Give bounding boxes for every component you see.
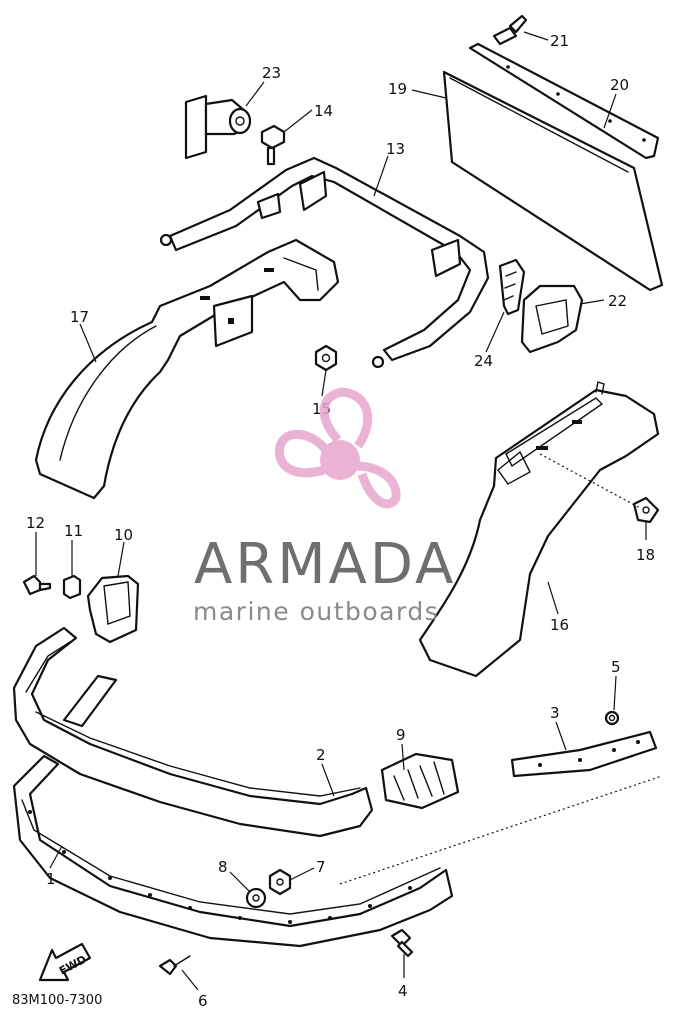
part-13-frame: [159, 156, 490, 369]
part-23-bracket: [184, 94, 252, 160]
drawing-code: 83M100-7300: [12, 993, 102, 1008]
part-19-plate: [442, 70, 664, 292]
part-18-grommet: [632, 496, 660, 524]
forward-arrow: FWD: [38, 942, 92, 982]
dashed-ref-line-1: [339, 775, 663, 885]
callout-6: 6: [198, 992, 208, 1010]
callout-3: 3: [550, 704, 560, 722]
dashed-ref-line-2: [539, 453, 641, 509]
part-10-holder: [86, 574, 140, 644]
part-3-strip: [510, 730, 658, 778]
part-7-nut: [268, 868, 292, 896]
leader-lines: [35, 31, 647, 991]
callout-9: 9: [396, 726, 406, 744]
watermark-brand: ARMADA: [194, 532, 456, 597]
callout-20: 20: [610, 76, 629, 94]
part-16-side-cover: [418, 381, 660, 678]
part-8-washer: [245, 887, 267, 909]
watermark-tagline: marine outboards: [193, 597, 439, 626]
callout-16: 16: [550, 616, 569, 634]
part-9-damper: [380, 752, 460, 810]
part-11-spacer: [62, 574, 82, 600]
part-14-bolt: [260, 124, 286, 166]
part-20-gasket: [468, 42, 660, 160]
callout-5: 5: [611, 658, 621, 676]
part-12-screw: [22, 574, 52, 596]
callout-8: 8: [218, 858, 228, 876]
callout-14: 14: [314, 102, 333, 120]
callout-24: 24: [474, 352, 493, 370]
part-22-latch: [520, 284, 584, 354]
callout-7: 7: [316, 858, 326, 876]
part-4-rivet: [390, 928, 414, 958]
part-21-pin: [492, 14, 528, 46]
part-6-screw: [158, 955, 191, 976]
callout-10: 10: [114, 526, 133, 544]
part-5-nut: [604, 710, 620, 726]
callout-19: 19: [388, 80, 407, 98]
part-1-bumper: [12, 754, 454, 948]
callout-12: 12: [26, 514, 45, 532]
part-15-nut: [314, 344, 338, 372]
propeller-logo-icon: [275, 387, 401, 509]
part-17-side-cover: [34, 238, 340, 500]
callout-22: 22: [608, 292, 627, 310]
callout-18: 18: [636, 546, 655, 564]
callout-23: 23: [262, 64, 281, 82]
part-2-strip: [12, 626, 374, 838]
callout-2: 2: [316, 746, 326, 764]
part-24-clip: [498, 258, 526, 316]
callout-11: 11: [64, 522, 83, 540]
callout-4: 4: [398, 982, 408, 1000]
callout-13: 13: [386, 140, 405, 158]
callout-1: 1: [46, 870, 56, 888]
callout-21: 21: [550, 32, 569, 50]
callout-17: 17: [70, 308, 89, 326]
callout-labels: 1 2 3 4 5 6 7 8 9 10 11 12 13 14 15 16 1…: [26, 32, 655, 1010]
